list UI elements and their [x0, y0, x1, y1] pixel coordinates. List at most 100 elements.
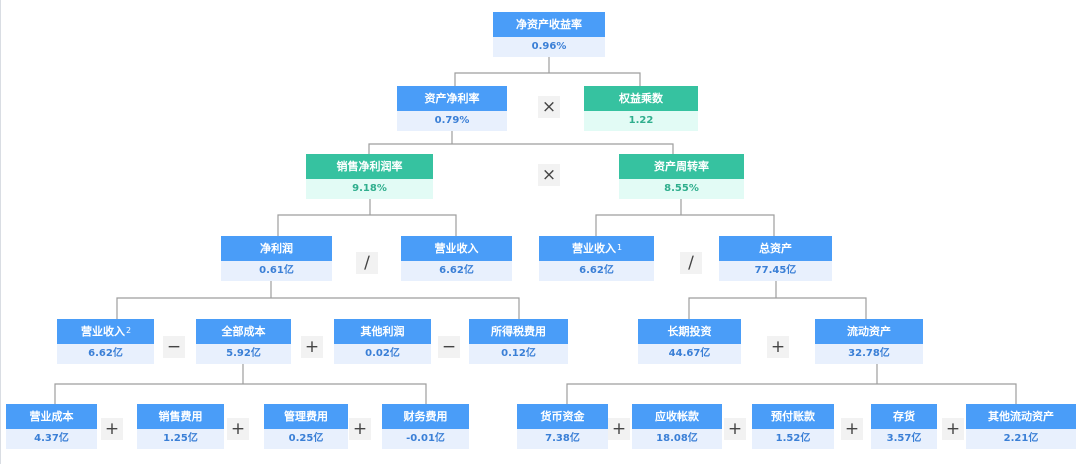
metric-value: 44.67亿	[638, 344, 741, 364]
metric-title-text: 销售净利润率	[336, 160, 403, 173]
metric-title-index: 1	[616, 243, 623, 252]
metric-node-fe[interactable]: 财务费用 -0.01亿	[382, 404, 469, 449]
metric-value: 8.55%	[619, 179, 744, 199]
metric-value: 1.25亿	[137, 429, 224, 449]
metric-value: 0.79%	[397, 111, 507, 131]
metric-value: 6.62亿	[57, 344, 154, 364]
connector-bracket	[688, 281, 867, 319]
metric-node-ar[interactable]: 应收帐款 18.08亿	[632, 404, 722, 449]
plus-operator: +	[301, 336, 323, 358]
plus-operator: +	[349, 418, 371, 440]
metric-value: 18.08亿	[632, 429, 722, 449]
plus-operator: +	[942, 418, 964, 440]
metric-title-text: 其他利润	[360, 325, 405, 338]
metric-value: 0.12亿	[469, 344, 568, 364]
minus-operator: −	[438, 336, 460, 358]
connector-bracket	[454, 57, 641, 86]
metric-title: 资产净利率	[397, 86, 507, 111]
metric-title-text: 长期投资	[667, 325, 712, 338]
metric-title-text: 权益乘数	[619, 92, 663, 105]
metric-value: 0.25亿	[264, 429, 348, 449]
metric-title: 存货	[871, 404, 937, 429]
metric-node-se[interactable]: 销售费用 1.25亿	[137, 404, 224, 449]
metric-node-roa[interactable]: 资产净利率 0.79%	[397, 86, 507, 131]
metric-value: 1.22	[584, 111, 698, 131]
metric-node-lti[interactable]: 长期投资 44.67亿	[638, 319, 741, 364]
connector-bracket	[116, 281, 520, 319]
plus-operator: +	[767, 336, 789, 358]
metric-title-text: 应收帐款	[655, 410, 699, 423]
metric-title: 长期投资	[638, 319, 741, 344]
times-operator: ×	[538, 164, 560, 186]
metric-title-text: 财务费用	[403, 410, 448, 423]
connector-bracket	[368, 131, 674, 154]
metric-title: 营业成本	[6, 404, 97, 429]
divide-operator: ∕	[356, 252, 378, 274]
metric-value: 32.78亿	[815, 344, 923, 364]
connector-bracket	[54, 364, 427, 404]
metric-title-index: 2	[125, 326, 132, 335]
metric-value: 6.62亿	[401, 261, 512, 281]
times-operator: ×	[538, 96, 560, 118]
metric-title: 财务费用	[382, 404, 469, 429]
metric-value: 0.61亿	[221, 261, 332, 281]
metric-title-text: 资产净利率	[424, 92, 480, 105]
metric-node-np[interactable]: 净利润 0.61亿	[221, 236, 332, 281]
metric-node-tax[interactable]: 所得税费用 0.12亿	[469, 319, 568, 364]
metric-title-text: 总资产	[759, 242, 792, 255]
metric-value: 7.38亿	[517, 429, 608, 449]
metric-title: 应收帐款	[632, 404, 722, 429]
metric-title: 总资产	[719, 236, 832, 261]
metric-title: 资产周转率	[619, 154, 744, 179]
minus-operator: −	[163, 336, 185, 358]
plus-operator: +	[227, 418, 249, 440]
metric-title: 营业收入	[401, 236, 512, 261]
metric-title-text: 其他流动资产	[988, 410, 1054, 423]
metric-title: 全部成本	[196, 319, 291, 344]
metric-title: 预付账款	[752, 404, 834, 429]
metric-title-text: 销售费用	[158, 410, 203, 423]
metric-title-text: 所得税费用	[491, 325, 546, 338]
metric-title-text: 净资产收益率	[516, 18, 582, 31]
metric-title-text: 营业成本	[29, 410, 74, 423]
metric-title-text: 货币资金	[540, 410, 585, 423]
metric-node-cash[interactable]: 货币资金 7.38亿	[517, 404, 608, 449]
metric-node-em[interactable]: 权益乘数 1.22	[584, 86, 698, 131]
metric-node-rev[interactable]: 营业收入 6.62亿	[401, 236, 512, 281]
metric-value: 2.21亿	[966, 429, 1076, 449]
metric-value: 5.92亿	[196, 344, 291, 364]
metric-title: 其他流动资产	[966, 404, 1076, 429]
metric-value: 1.52亿	[752, 429, 834, 449]
metric-title: 营业收入1	[539, 236, 654, 261]
metric-title: 销售费用	[137, 404, 224, 429]
connector-bracket	[595, 199, 775, 236]
metric-title-text: 存货	[893, 410, 915, 423]
metric-node-pp[interactable]: 预付账款 1.52亿	[752, 404, 834, 449]
metric-title-text: 营业收入	[434, 242, 479, 255]
metric-value: -0.01亿	[382, 429, 469, 449]
plus-operator: +	[841, 418, 863, 440]
metric-title-text: 营业收入	[80, 325, 125, 338]
metric-title-text: 营业收入	[571, 242, 616, 255]
metric-title: 货币资金	[517, 404, 608, 429]
metric-title-text: 预付账款	[771, 410, 815, 423]
metric-title: 所得税费用	[469, 319, 568, 344]
metric-node-oca[interactable]: 其他流动资产 2.21亿	[966, 404, 1076, 449]
metric-title-text: 净利润	[260, 242, 293, 255]
metric-title: 营业收入2	[57, 319, 154, 344]
metric-title: 净利润	[221, 236, 332, 261]
